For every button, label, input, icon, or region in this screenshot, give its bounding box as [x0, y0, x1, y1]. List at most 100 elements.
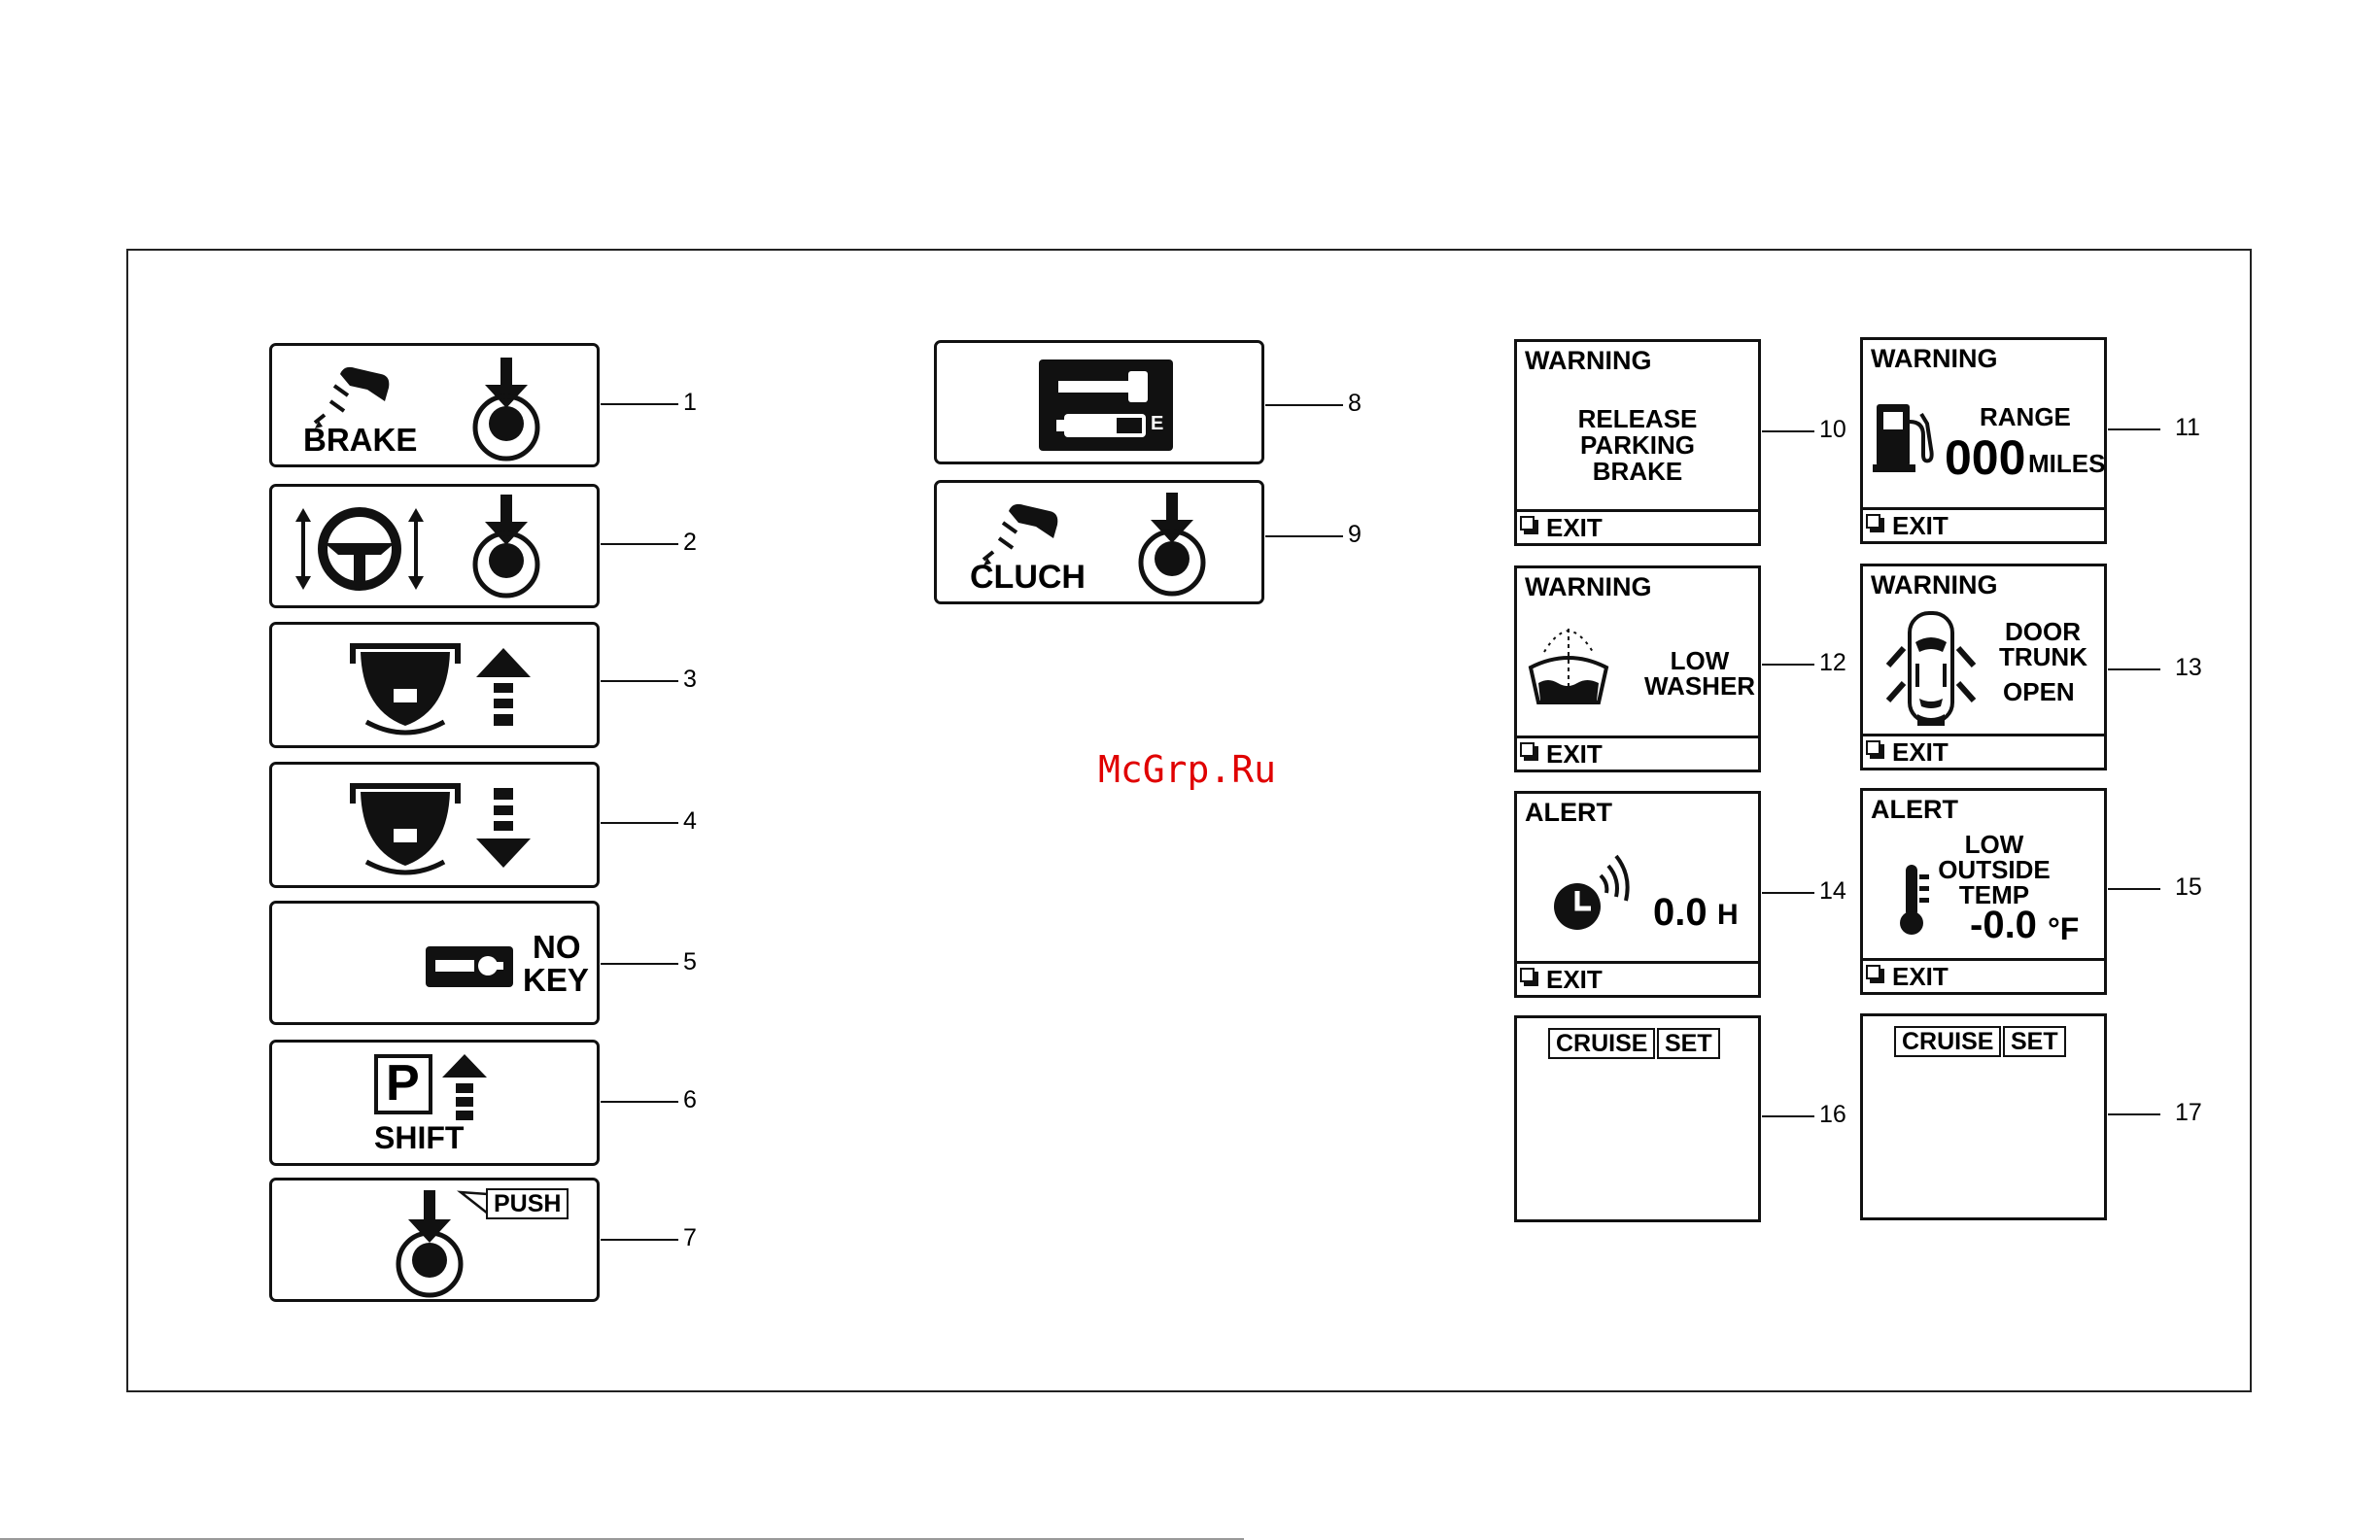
- leader-line: [1762, 430, 1814, 432]
- leader-line: [2108, 668, 2160, 670]
- message-line: TRUNK: [1999, 642, 2087, 672]
- display-door: WARNING DOOR TRUNK OPEN EXIT: [1860, 564, 2107, 770]
- range-label: RANGE: [1980, 402, 2071, 432]
- indicator-push: PUSH: [269, 1178, 600, 1302]
- exit-icon: [1524, 972, 1538, 986]
- leader-line: [2108, 1113, 2160, 1115]
- display-header: ALERT: [1525, 798, 1612, 827]
- callout-number: 11: [2175, 416, 2200, 440]
- exit-bar: EXIT: [1863, 507, 2104, 541]
- key-icon: [426, 946, 513, 987]
- display-range: WARNING RANGE 000 MILES EXIT: [1860, 337, 2107, 544]
- display-cruise-a: CRUISE SET: [1514, 1015, 1761, 1222]
- temp-unit: °F: [2048, 911, 2079, 947]
- callout-number: 10: [1819, 418, 1846, 442]
- leader-line: [601, 680, 678, 682]
- exit-icon: [1870, 744, 1884, 759]
- leader-line: [601, 403, 678, 405]
- no-key-line1: NO: [533, 931, 581, 963]
- leader-line: [601, 963, 678, 965]
- display-cruise-b: CRUISE SET: [1860, 1013, 2107, 1220]
- callout-number: 1: [683, 391, 697, 415]
- display-header: WARNING: [1525, 572, 1652, 601]
- indicator-no-key: NO KEY: [269, 901, 600, 1025]
- callout-number: 15: [2175, 875, 2202, 900]
- indicator-clutch: CLUCH: [934, 480, 1264, 604]
- fuel-pump-icon: [1873, 400, 1937, 474]
- car-doors-icon: [1882, 609, 1980, 728]
- exit-label: EXIT: [1892, 962, 1949, 991]
- arrow-up-icon: [442, 1054, 487, 1120]
- brake-label: BRAKE: [303, 422, 417, 459]
- leader-line: [1762, 892, 1814, 894]
- indicator-shift-down: [269, 762, 600, 888]
- callout-number: 3: [683, 667, 697, 692]
- set-tag: SET: [1657, 1028, 1720, 1059]
- display-release-brake: WARNING RELEASE PARKING BRAKE EXIT: [1514, 339, 1761, 546]
- callout-number: 5: [683, 950, 697, 975]
- driver-seat-icon: [347, 642, 464, 737]
- callout-number: 2: [683, 530, 697, 555]
- timer-unit: H: [1717, 899, 1739, 932]
- exit-label: EXIT: [1546, 513, 1603, 542]
- leader-line: [1265, 404, 1343, 406]
- key-battery-icon: [1039, 359, 1173, 451]
- indicator-key-battery: E: [934, 340, 1264, 464]
- callout-number: 9: [1348, 523, 1362, 547]
- leader-line: [601, 1101, 678, 1103]
- message-line: WASHER: [1634, 671, 1766, 702]
- exit-label: EXIT: [1892, 737, 1949, 767]
- cruise-tag: CRUISE: [1548, 1028, 1655, 1059]
- exit-bar: EXIT: [1863, 958, 2104, 992]
- exit-icon: [1524, 746, 1538, 761]
- callout-number: 6: [683, 1088, 697, 1112]
- leader-line: [1762, 1115, 1814, 1117]
- callout-number: 7: [683, 1226, 697, 1250]
- leader-line: [1762, 664, 1814, 666]
- push-button-icon: [464, 356, 551, 461]
- washer-icon: [1527, 629, 1610, 706]
- display-header: WARNING: [1871, 570, 1998, 599]
- message-line: OPEN: [2003, 677, 2075, 707]
- range-unit: MILES: [2028, 449, 2105, 479]
- leader-line: [2108, 428, 2160, 430]
- display-timer: ALERT 0.0 H EXIT: [1514, 791, 1761, 998]
- indicator-steering: [269, 484, 600, 608]
- exit-label: EXIT: [1546, 739, 1603, 769]
- exit-label: EXIT: [1546, 965, 1603, 994]
- no-key-line2: KEY: [523, 964, 589, 996]
- exit-bar: EXIT: [1517, 509, 1758, 543]
- message-line: BRAKE: [1517, 457, 1758, 487]
- callout-number: 14: [1819, 879, 1846, 904]
- exit-icon: [1524, 520, 1538, 534]
- arrow-up-icon: [476, 648, 531, 730]
- shift-label: SHIFT: [374, 1120, 464, 1156]
- range-value: 000: [1945, 429, 2025, 486]
- leader-line: [1265, 535, 1343, 537]
- park-icon: P: [374, 1054, 432, 1114]
- callout-number: 8: [1348, 392, 1362, 416]
- display-header: WARNING: [1525, 346, 1652, 375]
- driver-seat-icon: [347, 782, 464, 877]
- push-button-icon: [1129, 491, 1217, 596]
- push-label: PUSH: [486, 1188, 569, 1219]
- indicator-shift-up: [269, 622, 600, 748]
- clutch-label: CLUCH: [970, 559, 1086, 597]
- set-tag: SET: [2003, 1026, 2066, 1057]
- display-header: ALERT: [1871, 795, 1958, 824]
- indicator-brake: BRAKE: [269, 343, 600, 467]
- cruise-tag: CRUISE: [1894, 1026, 2001, 1057]
- exit-icon: [1870, 969, 1884, 983]
- leader-line: [601, 1239, 678, 1241]
- steering-wheel-icon: [292, 500, 428, 598]
- temp-value: -0.0: [1970, 904, 2037, 947]
- exit-icon: [1870, 518, 1884, 532]
- arrow-down-icon: [476, 788, 531, 870]
- callout-number: 13: [2175, 656, 2202, 680]
- clutch-foot-icon: [980, 497, 1077, 556]
- display-temp: ALERT LOW OUTSIDE TEMP -0.0 °F EXIT: [1860, 788, 2107, 995]
- watermark: McGrp.Ru: [1098, 748, 1276, 791]
- callout-number: 17: [2175, 1101, 2202, 1125]
- leader-line: [2108, 888, 2160, 890]
- exit-bar: EXIT: [1517, 736, 1758, 770]
